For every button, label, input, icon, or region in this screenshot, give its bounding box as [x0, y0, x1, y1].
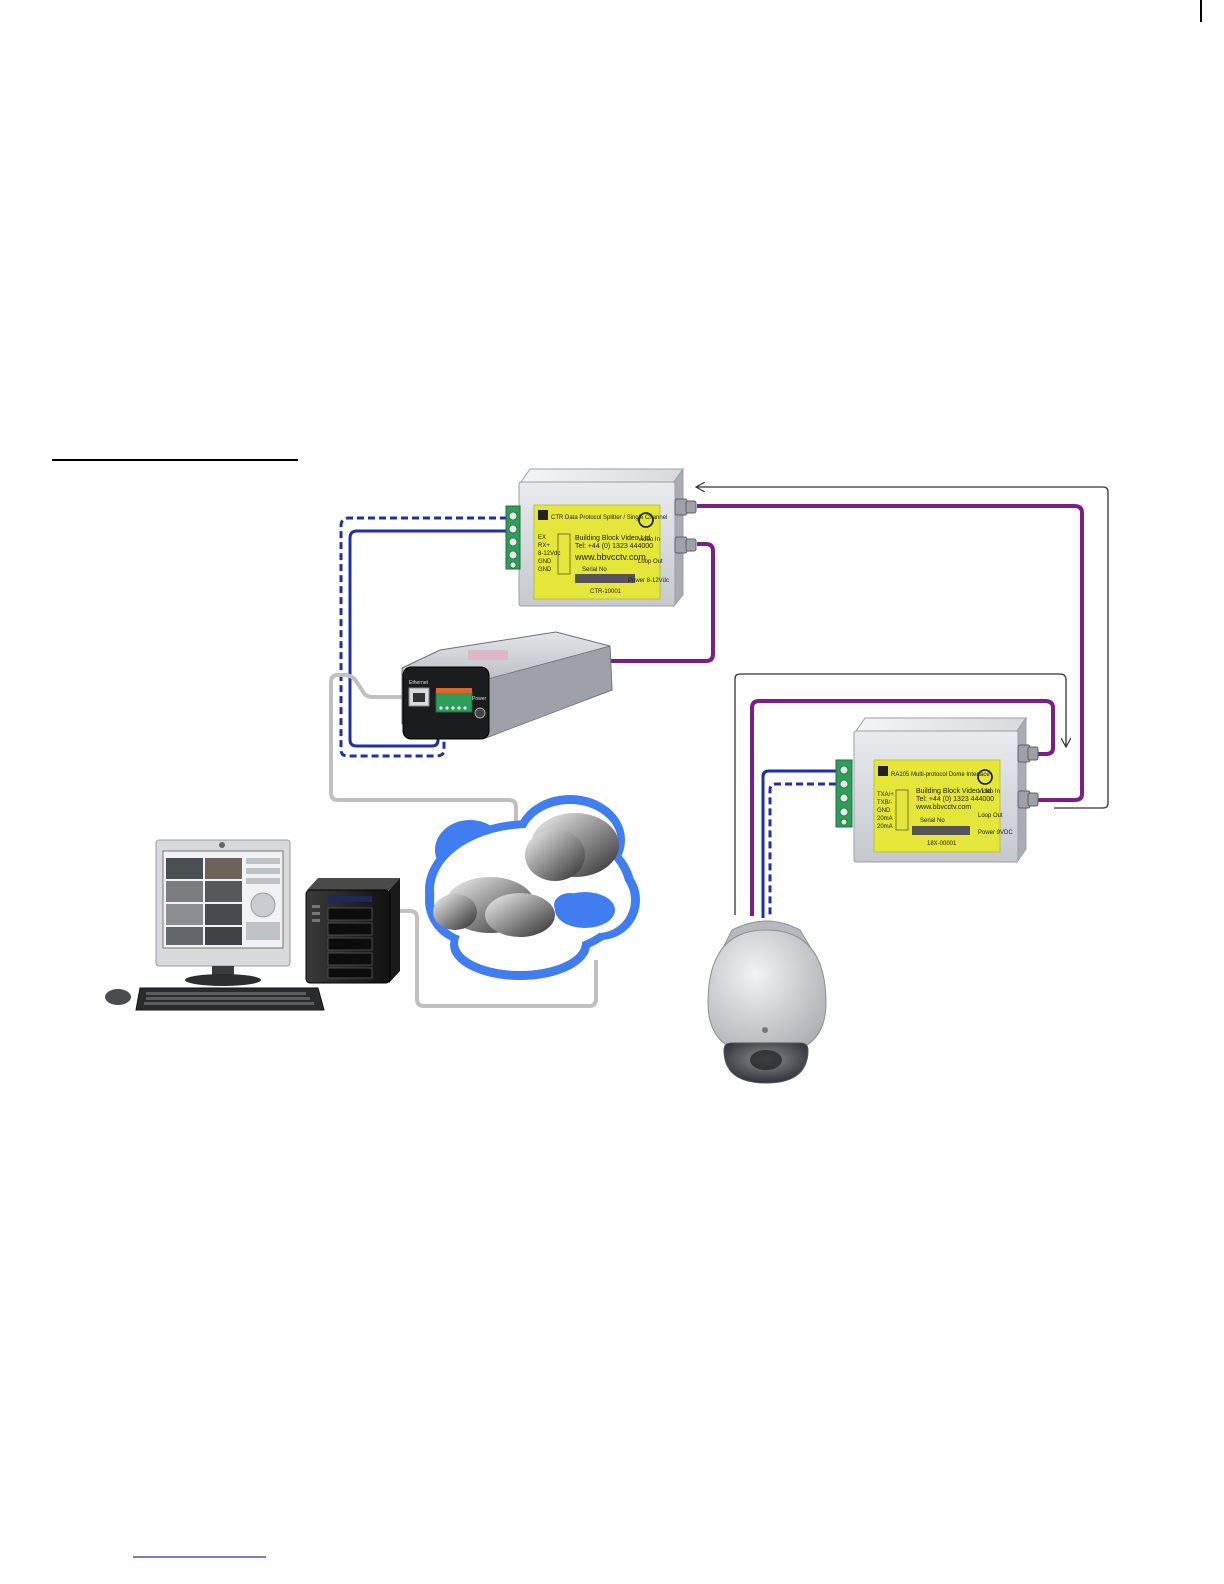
top-unit-pin-1: EX: [538, 535, 546, 541]
bottom-interface-unit: RA105 Multi-protocol Dome Interface TXA/…: [835, 716, 1039, 864]
video-cable-top-unit-to-bottom-unit: [697, 504, 1084, 802]
control-arrow-to-bottom-unit: [734, 673, 1066, 915]
monitor-video-tiles: [166, 858, 242, 945]
data-cable-solid-bottom: [761, 769, 836, 918]
monitor-logo: [219, 842, 225, 848]
video-cable-loop-to-encoder: [605, 542, 715, 663]
top-unit-tel: Tel: +44 (0) 1323 444000: [575, 543, 653, 550]
bottom-unit-ce-mark: [977, 769, 993, 785]
camera-indicator: [762, 1027, 768, 1033]
nvr-drive-bays: [327, 907, 373, 979]
top-unit-port-power: Power 8-12Vdc: [628, 578, 669, 584]
cables: [329, 487, 1109, 1008]
top-unit-pin-5: GND: [538, 567, 552, 573]
bottom-unit-port-loop-out: Loop Out: [978, 813, 1003, 819]
bottom-unit-barcode: [912, 826, 970, 835]
pc-workstation: [105, 839, 325, 1011]
bottom-unit-serial-label: Serial No: [920, 818, 945, 824]
mouse: [105, 989, 131, 1005]
top-unit-company: Building Block Video Ltd: [575, 535, 650, 542]
bottom-unit-pin-3: GND: [877, 808, 891, 814]
top-unit-port-loop-out: Loop Out: [638, 559, 663, 565]
top-unit-ce-mark: [638, 512, 654, 528]
data-cable-dashed-top: [339, 516, 507, 758]
bottom-unit-header: RA105 Multi-protocol Dome Interface: [891, 772, 990, 778]
encoder-port-label: Ethernet: [409, 680, 429, 686]
top-interface-unit: CTR Data Protocol Splitter / Single Chan…: [505, 467, 697, 608]
bottom-unit-port-video-in: Video In: [978, 789, 1000, 795]
bottom-unit-bnc-connectors: [1017, 744, 1039, 809]
bottom-unit-pin-4: 20mA: [877, 816, 893, 822]
top-unit-header: CTR Data Protocol Splitter / Single Chan…: [551, 515, 667, 521]
network-video-recorder: [305, 878, 400, 984]
bottom-unit-pin-1: TXA/+: [877, 792, 894, 798]
data-cable-dashed-bottom: [768, 782, 836, 918]
top-unit-pin-4: GND: [538, 559, 552, 565]
control-arrow-to-top-unit: [697, 487, 1109, 809]
encoder-power-label: Power: [472, 696, 487, 702]
network-cable-cloud-to-nvr: [398, 909, 598, 1008]
monitor-control-panel: [246, 858, 280, 940]
network-cable-encoder-to-cloud: [329, 673, 518, 825]
data-cable-solid-top: [348, 529, 507, 748]
top-unit-web: www.bbvcctv.com: [574, 552, 646, 562]
bottom-unit-port-power: Power 9VDC: [978, 830, 1013, 836]
monitor-stand: [185, 974, 261, 986]
bottom-unit-company: Building Block Video Ltd: [916, 788, 991, 795]
bottom-unit-web: www.bbvcctv.com: [915, 804, 971, 811]
network-encoder: Ethernet Power: [401, 631, 613, 740]
top-unit-serial-value: CTR-10001: [590, 589, 622, 595]
top-unit-pin-2: RX+: [538, 543, 550, 549]
bottom-unit-pin-2: TXB/-: [877, 800, 892, 806]
bottom-unit-serial-value: 18X-00001: [927, 841, 957, 847]
top-unit-bnc-connectors: [674, 498, 697, 554]
encoder-power-jack[interactable]: [474, 707, 486, 719]
network-cloud: [425, 795, 640, 980]
bottom-unit-tel: Tel: +44 (0) 1323 444000: [916, 796, 994, 803]
video-cable-camera-to-bottom-unit: [750, 699, 1055, 916]
top-unit-barcode: [575, 574, 635, 583]
top-unit-port-video-in: Video In: [638, 537, 660, 543]
top-unit-serial-label: Serial No: [582, 567, 607, 573]
bottom-unit-pin-5: 20mA: [877, 824, 893, 830]
ptz-dome-camera: [707, 920, 827, 1084]
top-unit-pin-3: 8-12Vdc: [538, 551, 560, 557]
